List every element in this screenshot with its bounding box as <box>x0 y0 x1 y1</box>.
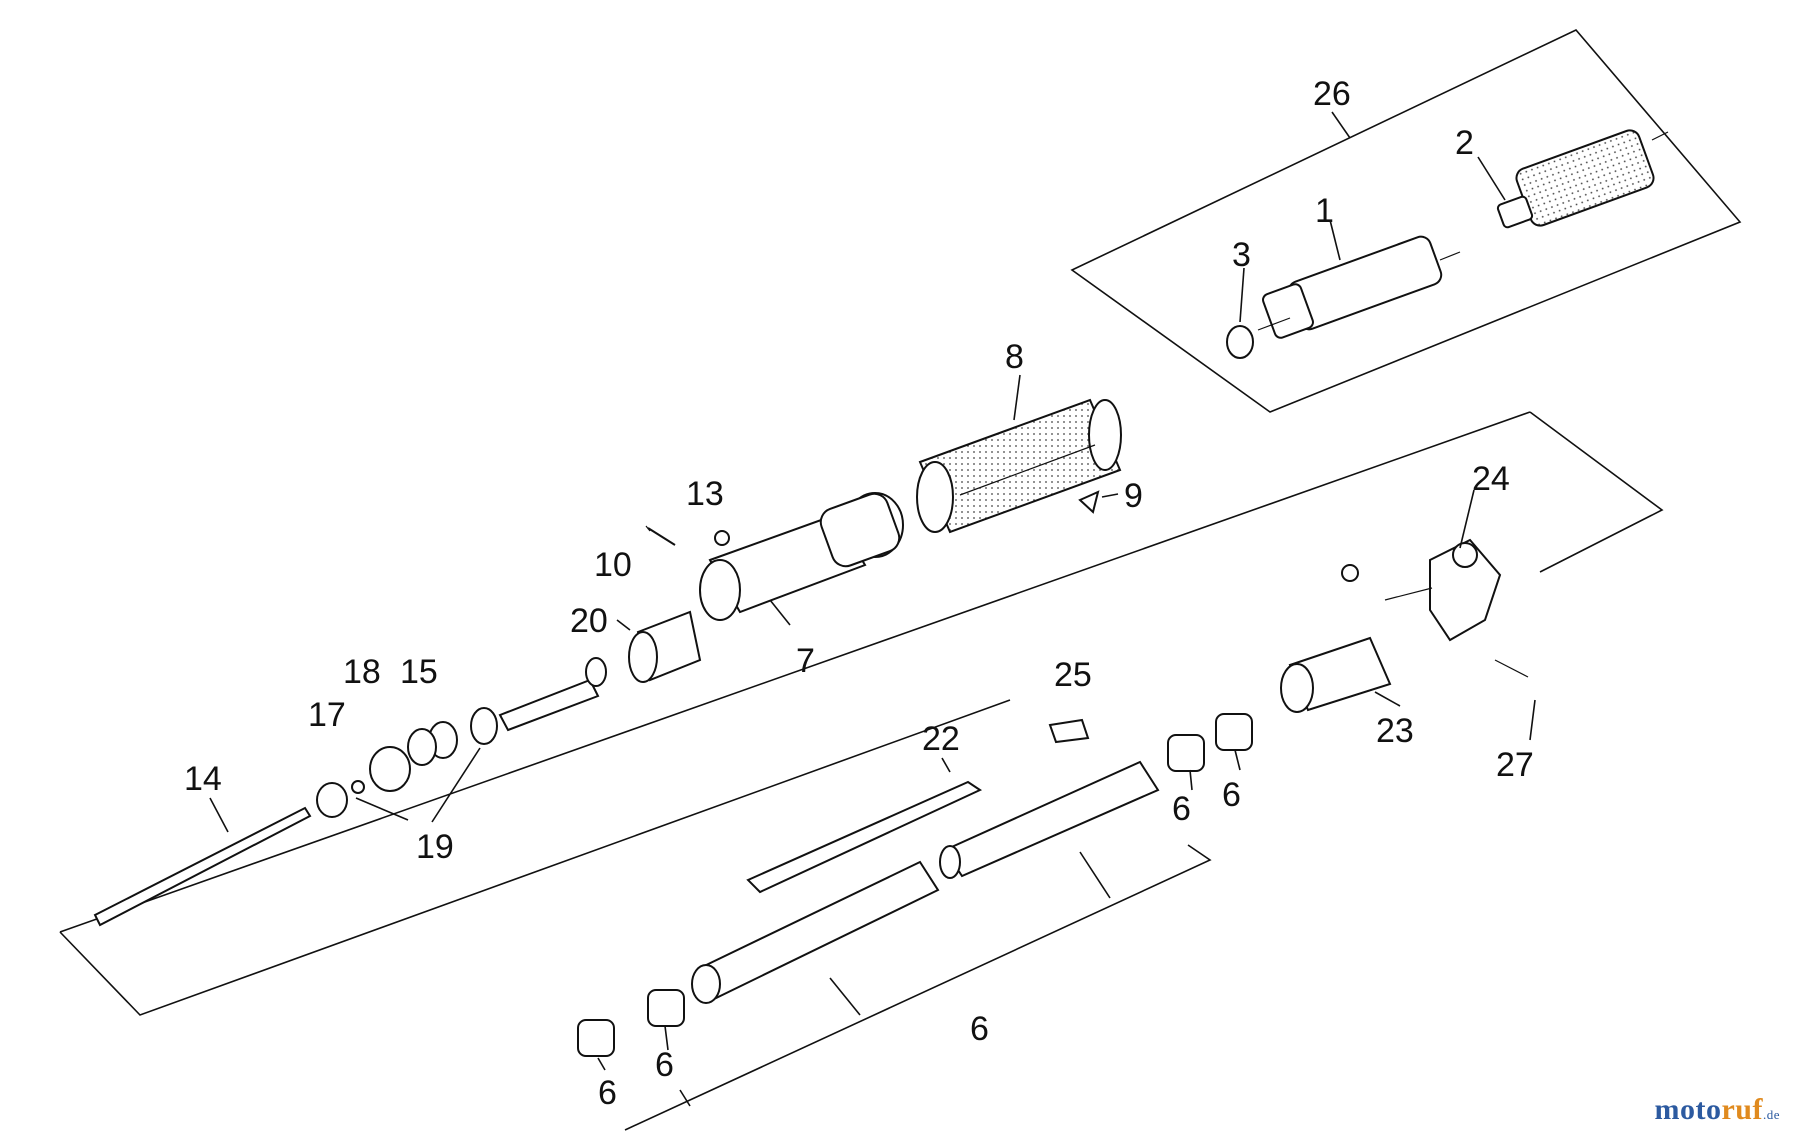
motoruf-watermark: motoruf.de <box>1654 1093 1780 1127</box>
callout-24: 25 <box>1054 656 1092 694</box>
main-boundary <box>1529 411 1664 573</box>
callout-15: 15 <box>400 653 438 691</box>
callout-22: 23 <box>1376 712 1414 750</box>
part-20-sticker <box>746 780 983 894</box>
callout-6-lower-right: 6 <box>655 1046 674 1084</box>
part-19 <box>628 610 702 683</box>
part-23-clamp <box>1341 538 1502 642</box>
part-27-tube-lower <box>691 860 940 1004</box>
watermark-part1: moto <box>1654 1093 1722 1126</box>
part-9 <box>1078 490 1100 514</box>
part-2 <box>1496 129 1669 229</box>
callout-23: 24 <box>1472 460 1510 498</box>
part-24-sticker <box>1048 718 1090 744</box>
callout-20: 22 <box>922 720 960 758</box>
watermark-part2: ruf <box>1721 1093 1763 1126</box>
callout-6-lower-left: 6 <box>598 1074 617 1112</box>
part-6-bushing-b <box>1215 713 1253 751</box>
part-6-bushing-c <box>577 1019 615 1057</box>
callout-labels: 26 2 1 3 8 9 13 10 20 7 18 15 17 14 19 2… <box>184 75 1534 1112</box>
callout-16: 17 <box>308 696 346 734</box>
assembly-box-26 <box>1070 29 1742 413</box>
callout-27: 6 <box>970 1010 989 1048</box>
leader-lines <box>209 111 1536 1131</box>
callout-17: 18 <box>343 653 381 691</box>
part-22 <box>1280 636 1392 713</box>
part-13 <box>714 530 730 546</box>
part-15-ring-b <box>407 728 437 766</box>
callout-14: 14 <box>184 760 222 798</box>
callout-1: 1 <box>1315 192 1334 230</box>
callout-7: 7 <box>796 642 815 680</box>
part-17-bearing <box>369 746 411 792</box>
part-25-screw <box>1494 659 1529 678</box>
callout-2: 2 <box>1455 124 1474 162</box>
callout-6-upper-left: 6 <box>1172 790 1191 828</box>
callout-10: 10 <box>594 546 632 584</box>
part-8 <box>916 398 1122 534</box>
main-boundary-upper <box>59 411 1531 933</box>
main-boundary-left <box>59 699 1011 1016</box>
part-18-ring-right <box>470 707 498 745</box>
callout-19: 20 <box>570 602 608 640</box>
part-27-tube-upper <box>939 760 1160 879</box>
callout-18: 19 <box>416 828 454 866</box>
part-16-ring <box>351 780 365 794</box>
part-18-ring-left <box>316 782 348 818</box>
part-3-oring <box>1226 325 1254 359</box>
callout-26: 26 <box>1313 75 1351 113</box>
callout-13: 13 <box>686 475 724 513</box>
part-1 <box>1257 235 1461 339</box>
callout-6-upper-right: 6 <box>1222 776 1241 814</box>
callout-8: 8 <box>1005 338 1024 376</box>
part-6-bushing-d <box>647 989 685 1027</box>
shaft-coupling <box>498 657 607 732</box>
part-6-bushing-a <box>1167 734 1205 772</box>
part-14-shaft <box>93 806 312 927</box>
callout-9: 9 <box>1124 477 1143 515</box>
watermark-part3: .de <box>1762 1107 1780 1122</box>
part-7 <box>699 492 904 621</box>
callout-3: 3 <box>1232 236 1251 274</box>
callout-25: 27 <box>1496 746 1534 784</box>
part-10 <box>645 525 676 546</box>
